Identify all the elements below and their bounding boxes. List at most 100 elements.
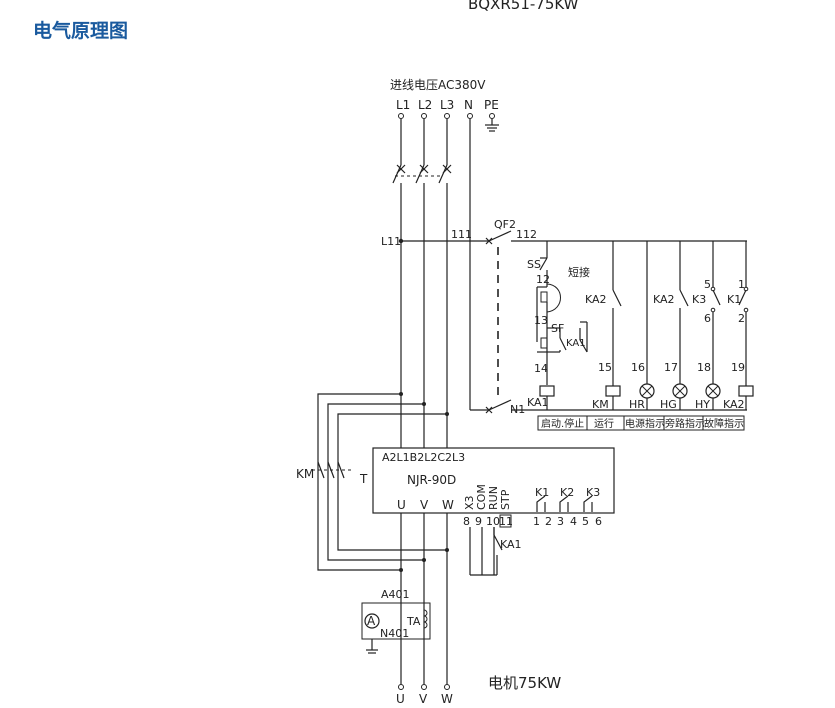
- wire-number-16: 16: [631, 361, 645, 374]
- term-num-9: 9: [475, 515, 482, 528]
- load-hy: HY: [695, 398, 710, 411]
- label-short: 短接: [568, 265, 590, 279]
- wire-number-19: 19: [731, 361, 745, 374]
- term-run: RUN: [487, 486, 500, 510]
- load-km: KM: [592, 398, 609, 411]
- pe-label: PE: [484, 98, 499, 112]
- relay-k1: K1: [535, 486, 549, 499]
- branch-fault-indicator: [705, 241, 721, 410]
- label-km-bypass: KM: [296, 467, 314, 481]
- neutral-label: N: [464, 98, 473, 112]
- label-l11: L11: [381, 235, 401, 248]
- label-5: 5: [704, 278, 711, 291]
- soft-starter-box: [372, 447, 615, 514]
- label-k1: K1: [727, 293, 741, 306]
- ammeter-symbol: A: [367, 614, 376, 628]
- starter-control-wiring: [469, 514, 512, 576]
- starter-inputs: A2L1B2L2C2L3: [382, 451, 465, 464]
- starter-out-v: V: [420, 498, 429, 512]
- phase-l2-label: L2: [418, 98, 432, 112]
- label-111: 111: [451, 228, 472, 241]
- load-hr: HR: [629, 398, 645, 411]
- starter-name: NJR-90D: [407, 473, 456, 487]
- label-a401: A401: [381, 588, 410, 601]
- relay-k2: K2: [560, 486, 574, 499]
- motor-label: 电机75KW: [488, 674, 561, 692]
- motor-v-label: V: [419, 692, 428, 706]
- control-breaker-qf2: [485, 230, 747, 400]
- label-ss: SS: [527, 258, 541, 271]
- label-ka2-run: KA2: [585, 293, 607, 306]
- wire-number-17: 17: [664, 361, 678, 374]
- label-6: 6: [704, 312, 711, 325]
- model-title: BQXR51-75KW: [468, 0, 579, 13]
- label-13: 13: [534, 314, 548, 327]
- earth-symbol-pe: [485, 119, 499, 132]
- load-ka1: KA1: [527, 396, 549, 409]
- relay-num-5: 5: [582, 515, 589, 528]
- motor-w-label: W: [441, 692, 453, 706]
- label-ka1-hold: KA1: [566, 338, 586, 349]
- output-relays: [536, 495, 593, 512]
- function-table: [537, 415, 745, 431]
- relay-num-2: 2: [545, 515, 552, 528]
- load-hg: HG: [660, 398, 677, 411]
- label-1: 1: [738, 278, 745, 291]
- bypass-contactor-km: [312, 392, 449, 572]
- label-ka2-bypass: KA2: [653, 293, 675, 306]
- motor-u-label: U: [396, 692, 405, 706]
- branch-start-stop: [536, 241, 588, 410]
- branch-power-indicator: [639, 241, 655, 410]
- term-num-11: 11: [499, 515, 513, 528]
- load-ka2: KA2: [723, 398, 745, 411]
- term-stp: STP: [499, 489, 512, 510]
- function-fault-indicator: 故障指示: [704, 417, 744, 430]
- starter-out-w: W: [442, 498, 454, 512]
- page-title: 电气原理图: [33, 20, 129, 42]
- terminal-n: [467, 113, 473, 119]
- terminal-l3: [444, 113, 450, 119]
- label-12: 12: [536, 273, 550, 286]
- label-14: 14: [534, 362, 548, 375]
- relay-k3: K3: [586, 486, 600, 499]
- label-112: 112: [516, 228, 537, 241]
- branch-bypass-relay: [738, 241, 754, 410]
- motor-terminal-v: [421, 684, 427, 690]
- neutral-return: [470, 399, 747, 414]
- function-start-stop: 启动.停止: [541, 417, 584, 430]
- phase-l3-label: L3: [440, 98, 454, 112]
- wire-number-15: 15: [598, 361, 612, 374]
- label-t: T: [359, 472, 368, 486]
- term-num-8: 8: [463, 515, 470, 528]
- motor-terminal-u: [398, 684, 404, 690]
- term-num-10: 10: [486, 515, 500, 528]
- current-measurement: [361, 602, 431, 654]
- supply-voltage-label: 进线电压AC380V: [390, 78, 486, 92]
- term-x3: X3: [463, 495, 476, 510]
- label-qf2: QF2: [494, 218, 516, 231]
- phase-l1-label: L1: [396, 98, 410, 112]
- function-bypass-indicator: 旁路指示: [665, 417, 705, 430]
- main-breaker: [392, 119, 452, 184]
- terminal-pe: [489, 113, 495, 119]
- label-2: 2: [738, 312, 745, 325]
- label-n1: N1: [510, 403, 525, 416]
- branch-run: [605, 241, 622, 410]
- wire-number-18: 18: [697, 361, 711, 374]
- label-ta: TA: [406, 615, 421, 628]
- relay-num-4: 4: [570, 515, 577, 528]
- function-power-indicator: 电源指示: [625, 417, 665, 430]
- label-n401: N401: [380, 627, 409, 640]
- function-run: 运行: [594, 417, 614, 430]
- branch-bypass-indicator: [672, 241, 689, 410]
- term-com: COM: [475, 484, 488, 510]
- relay-num-1: 1: [533, 515, 540, 528]
- relay-num-3: 3: [557, 515, 564, 528]
- label-sf: SF: [551, 322, 564, 335]
- starter-out-u: U: [397, 498, 406, 512]
- terminal-l1: [398, 113, 404, 119]
- relay-num-6: 6: [595, 515, 602, 528]
- label-ka1-starter: KA1: [500, 538, 522, 551]
- motor-terminal-w: [444, 684, 450, 690]
